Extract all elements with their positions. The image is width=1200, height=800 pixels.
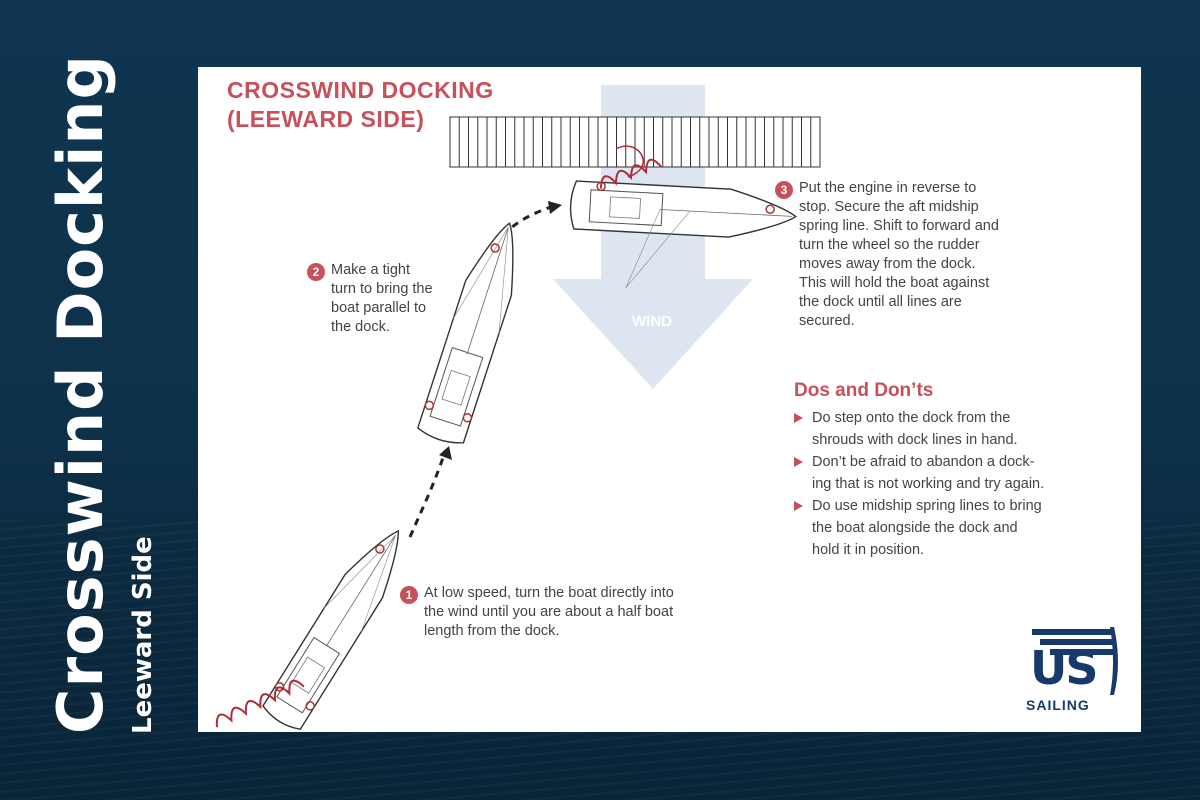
- side-title-sub: Leeward Side: [128, 536, 158, 734]
- dos-donts-item: Do step onto the dock from the shrouds w…: [794, 407, 1124, 451]
- step-3-line: spring line. Shift to forward and: [799, 218, 999, 234]
- diagram-title-line2: (LEEWARD SIDE): [227, 106, 425, 132]
- logo-text: SAILING: [1026, 697, 1090, 713]
- dock: [449, 116, 821, 168]
- triangle-bullet-icon: [794, 413, 803, 423]
- boat-position-3: [569, 180, 798, 288]
- step-2-line: boat parallel to: [331, 300, 427, 316]
- step-1-text: At low speed, turn the boat directly int…: [424, 584, 674, 641]
- dos-donts-line: Don’t be afraid to abandon a dock-: [812, 454, 1035, 470]
- step-3-line: moves away from the dock.: [799, 256, 976, 272]
- dos-donts-line: ing that is not working and try again.: [812, 476, 1045, 492]
- step-2-text: Make a tight turn to bring the boat para…: [331, 261, 433, 337]
- diagram-title-line1: CROSSWIND DOCKING: [227, 77, 494, 103]
- step-3-line: This will hold the boat against: [799, 275, 990, 291]
- path-arrow-1: [408, 451, 447, 538]
- sail-stripes-icon: [1032, 627, 1118, 695]
- triangle-bullet-icon: [794, 501, 803, 511]
- step-3-text: Put the engine in reverse to stop. Secur…: [799, 179, 999, 331]
- triangle-bullet-icon: [794, 457, 803, 467]
- step-1-line: the wind until you are about a half boat: [424, 604, 674, 620]
- path-arrowhead-1: [439, 446, 452, 460]
- boat-position-1: [262, 529, 399, 730]
- step-2-number: 2: [307, 263, 325, 281]
- dos-donts-line: shrouds with dock lines in hand.: [812, 432, 1018, 448]
- spring-line: [615, 145, 644, 178]
- dos-donts-item: Do use midship spring lines to bring the…: [794, 495, 1124, 561]
- path-arrowhead-2: [548, 201, 562, 214]
- prop-wash-3: [599, 158, 662, 189]
- step-3-line: Put the engine in reverse to: [799, 180, 977, 196]
- step-3-line: the dock until all lines are: [799, 294, 962, 310]
- step-1-line: At low speed, turn the boat directly int…: [424, 585, 674, 601]
- side-title: Crosswind Docking Leeward Side: [36, 54, 158, 734]
- step-3-number: 3: [775, 181, 793, 199]
- wind-label: WIND: [632, 313, 672, 330]
- step-3-line: stop. Secure the aft midship: [799, 199, 979, 215]
- dos-donts-line: Do step onto the dock from the: [812, 410, 1011, 426]
- logo-mark: US: [1030, 641, 1098, 695]
- diagram-graphics: [215, 85, 821, 730]
- step-1-number: 1: [400, 586, 418, 604]
- side-title-main: Crosswind Docking: [44, 54, 117, 734]
- dos-donts-list: Do step onto the dock from the shrouds w…: [794, 407, 1124, 561]
- step-3-line: turn the wheel so the rudder: [799, 237, 980, 253]
- step-2-line: turn to bring the: [331, 281, 433, 297]
- step-2-line: the dock.: [331, 319, 390, 335]
- path-arrow-2: [486, 205, 552, 258]
- us-sailing-logo: US SAILING: [1026, 623, 1122, 715]
- diagram-panel: CROSSWIND DOCKING (LEEWARD SIDE) WIND 1 …: [198, 67, 1141, 732]
- step-3-line: secured.: [799, 313, 855, 329]
- dos-donts-item: Don’t be afraid to abandon a dock- ing t…: [794, 451, 1124, 495]
- step-2-line: Make a tight: [331, 262, 410, 278]
- dos-donts-line: Do use midship spring lines to bring: [812, 498, 1042, 514]
- dos-donts-line: hold it in position.: [812, 542, 925, 558]
- boat-position-2: [417, 222, 514, 444]
- dos-donts-line: the boat alongside the dock and: [812, 520, 1018, 536]
- prop-wash-1: [215, 679, 305, 728]
- step-1-line: length from the dock.: [424, 623, 560, 639]
- dos-donts-title: Dos and Don’ts: [794, 380, 934, 401]
